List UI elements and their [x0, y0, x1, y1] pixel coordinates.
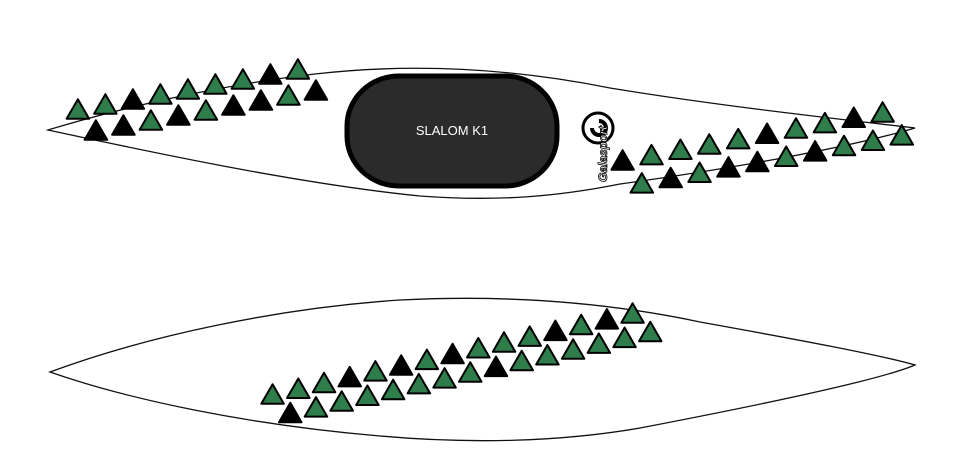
pattern-triangle	[774, 145, 799, 167]
kayak-hull-view	[48, 297, 917, 442]
kayak-deck-view: Galasport SLALOM K1	[45, 58, 916, 200]
pattern-triangle	[639, 143, 664, 166]
pattern-triangle	[491, 331, 517, 353]
logo-g-icon	[581, 111, 615, 145]
logo-g-swirl-icon	[590, 119, 608, 137]
pattern-triangle	[812, 111, 838, 134]
pattern-triangle	[440, 342, 465, 365]
pattern-triangle	[543, 319, 568, 342]
pattern-triangle	[230, 68, 256, 90]
pattern-triangle	[509, 349, 534, 372]
pattern-triangle	[889, 124, 915, 146]
pattern-triangle	[860, 129, 886, 151]
pattern-triangle	[93, 93, 118, 115]
pattern-triangle	[612, 326, 637, 349]
pattern-triangle	[380, 378, 406, 401]
pattern-triangle	[414, 348, 440, 371]
pattern-triangle	[83, 119, 109, 141]
pattern-triangle	[388, 354, 414, 376]
pattern-triangle	[745, 150, 770, 173]
deck-triangle-pattern	[65, 58, 915, 194]
pattern-triangle	[831, 134, 857, 157]
pattern-triangle	[355, 384, 380, 406]
cockpit-label: SLALOM K1	[416, 123, 488, 138]
pattern-triangle	[802, 140, 828, 162]
pattern-triangle	[221, 94, 246, 116]
pattern-triangle	[658, 166, 683, 189]
pattern-triangle	[286, 377, 311, 399]
pattern-triangle	[260, 383, 285, 405]
pattern-triangle	[285, 58, 311, 80]
pattern-triangle	[638, 320, 663, 343]
cockpit	[344, 73, 560, 189]
pattern-triangle	[337, 365, 362, 388]
pattern-triangle	[586, 332, 612, 354]
pattern-triangle	[248, 89, 274, 111]
pattern-triangle	[138, 109, 164, 131]
pattern-triangle	[841, 106, 866, 128]
pattern-triangle	[535, 344, 560, 366]
pattern-triangle	[278, 401, 303, 424]
hull-bottom-outline	[48, 297, 917, 442]
pattern-triangle	[363, 360, 388, 382]
pattern-triangle	[783, 117, 809, 139]
pattern-triangle	[725, 127, 751, 150]
pattern-triangle	[466, 337, 491, 359]
pattern-triangle	[258, 63, 283, 85]
pattern-triangle	[203, 73, 228, 95]
pattern-triangle	[111, 114, 136, 136]
pattern-triangle	[120, 88, 146, 110]
pattern-triangle	[303, 396, 329, 418]
pattern-triangle	[432, 367, 457, 389]
logo-text: Galasport	[596, 125, 610, 182]
pattern-triangle	[754, 122, 780, 144]
pattern-triangle	[594, 308, 620, 330]
pattern-triangle	[458, 361, 483, 383]
pattern-triangle	[483, 355, 509, 378]
pattern-triangle	[276, 84, 301, 106]
pattern-triangle	[65, 98, 91, 120]
hull-triangle-pattern	[260, 302, 663, 424]
pattern-triangle	[716, 156, 741, 178]
pattern-triangle	[668, 138, 693, 160]
pattern-triangle	[175, 78, 201, 100]
pattern-triangle	[610, 149, 635, 171]
pattern-triangle	[166, 104, 191, 126]
pattern-triangle	[193, 99, 219, 121]
pattern-triangle	[517, 325, 542, 347]
brand-logo: Galasport	[581, 111, 615, 182]
pattern-triangle	[568, 313, 594, 336]
pattern-triangle	[697, 133, 722, 155]
pattern-triangle	[629, 172, 655, 194]
pattern-triangle	[148, 83, 173, 105]
pattern-triangle	[303, 79, 329, 101]
pattern-triangle	[311, 371, 337, 394]
pattern-triangle	[870, 101, 895, 123]
pattern-triangle	[620, 302, 645, 324]
pattern-triangle	[560, 338, 586, 360]
pattern-triangle	[329, 390, 354, 412]
pattern-triangle	[406, 372, 432, 395]
pattern-triangle	[687, 161, 712, 183]
